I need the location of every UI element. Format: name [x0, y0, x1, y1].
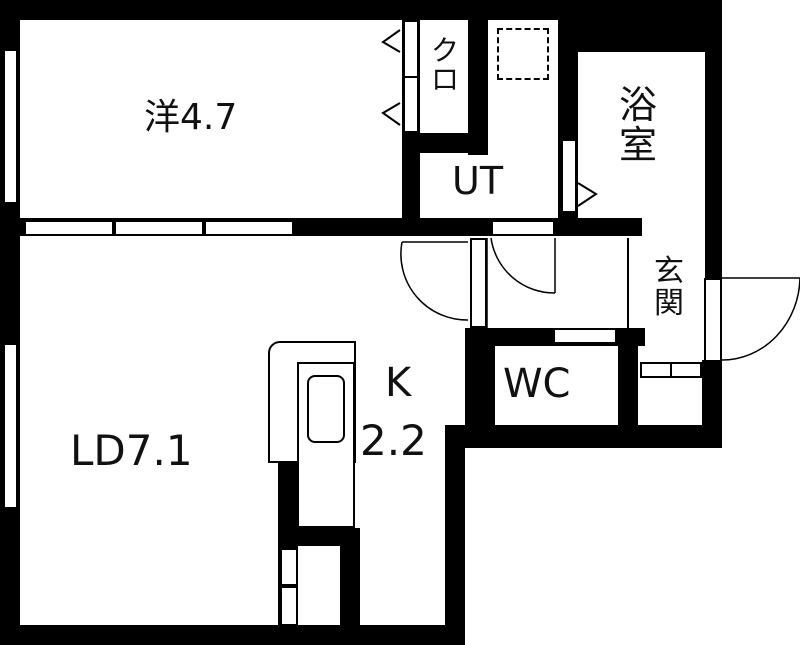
- room-label-closet: クロ: [430, 34, 459, 97]
- closet-door-lower[interactable]: [403, 76, 419, 133]
- entrance-step-line: [627, 238, 629, 330]
- storage-door-lower[interactable]: [280, 586, 298, 626]
- wc-door[interactable]: [553, 328, 617, 344]
- window-western-left: [3, 49, 18, 204]
- ut-door-swing-icon: [490, 237, 556, 294]
- room-label-entrance: 玄関: [654, 254, 684, 321]
- bathroom-door[interactable]: [561, 139, 577, 213]
- window-ld-left: [3, 343, 18, 509]
- wall-wc-left: [475, 328, 495, 438]
- room-label-living-dining: LD7.1: [70, 426, 193, 475]
- wall-top: [0, 0, 722, 20]
- front-door-swing-icon: [721, 277, 800, 361]
- closet-arrow-upper-icon: [381, 29, 401, 53]
- wall-kitchen-right: [445, 425, 465, 645]
- front-door-frame[interactable]: [704, 278, 722, 362]
- sliding-door-panel-3[interactable]: [204, 220, 294, 236]
- room-label-kitchen-area: 2.2: [360, 416, 427, 465]
- washing-machine-pan-icon: [497, 28, 549, 80]
- wall-kitchen-step: [465, 328, 475, 448]
- wall-wc-right: [618, 328, 638, 438]
- wall-right-upper: [705, 0, 722, 280]
- ld-door-swing-icon: [400, 241, 469, 321]
- room-label-western: 洋4.7: [144, 97, 238, 138]
- wall-bath-top: [558, 20, 722, 52]
- ut-door-opening[interactable]: [491, 220, 555, 236]
- ld-door-jamb[interactable]: [470, 238, 487, 328]
- storage-door-upper[interactable]: [280, 548, 298, 586]
- bath-arrow-icon: [577, 182, 598, 207]
- shoe-cabinet-door-2[interactable]: [670, 362, 702, 378]
- room-label-toilet: WC: [503, 361, 571, 407]
- wall-closet-right: [468, 20, 488, 155]
- closet-arrow-lower-icon: [381, 102, 401, 126]
- room-label-kitchen: K: [385, 360, 412, 406]
- kitchen-sink-icon: [307, 375, 345, 443]
- sliding-door-panel-1[interactable]: [24, 220, 114, 236]
- wall-closet-bottom: [402, 133, 488, 153]
- wall-storage-top: [278, 528, 360, 546]
- room-label-bathroom: 浴室: [618, 83, 657, 167]
- room-label-utility: UT: [452, 159, 504, 203]
- sliding-door-panel-2[interactable]: [114, 220, 204, 236]
- wall-storage-right: [340, 528, 360, 632]
- wall-wc-bottom: [445, 425, 722, 448]
